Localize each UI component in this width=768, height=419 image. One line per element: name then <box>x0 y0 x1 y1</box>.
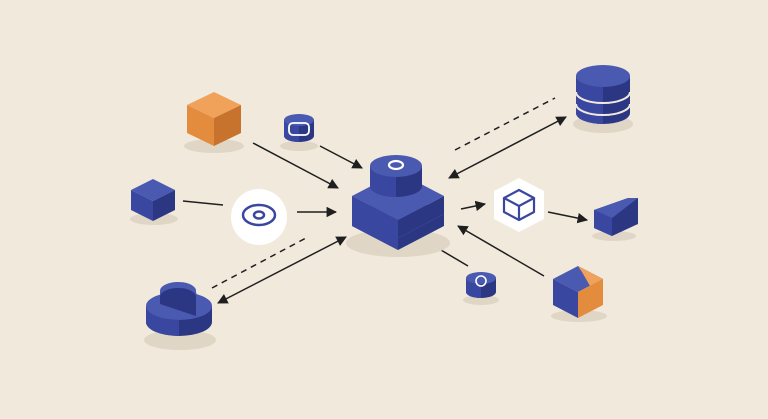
connection-blue-cube-to-disc <box>182 200 224 206</box>
hexagon-cube-icon[interactable] <box>494 178 544 232</box>
blue-cube-icon[interactable] <box>130 179 178 225</box>
blue-prism-icon[interactable] <box>592 198 638 241</box>
small-cylinder-icon[interactable] <box>280 114 318 151</box>
large-cylinder-icon[interactable] <box>144 281 216 350</box>
dashed-guide-large-cylinder <box>211 237 307 289</box>
connection-hex-cube-to-prism <box>547 211 589 224</box>
connection-large-cylinder-to-hub <box>217 236 347 304</box>
disc-icon[interactable] <box>231 189 287 245</box>
orange-cube-icon[interactable] <box>184 92 244 153</box>
connection-small-cylinder-to-hub <box>319 145 363 169</box>
connection-hub-to-hex-cube <box>460 200 487 212</box>
connection-orange-cube-to-hub <box>252 142 339 189</box>
connection-split-cube-to-hub <box>457 225 545 277</box>
blue-orange-cube-icon[interactable] <box>551 266 607 322</box>
database-stack-icon[interactable] <box>573 65 633 133</box>
stacked-cylinder-hub-icon[interactable] <box>346 155 450 257</box>
small-disc-icon[interactable] <box>463 272 499 305</box>
dashed-guide-database <box>454 97 556 151</box>
connection-hub-to-database <box>448 116 567 179</box>
